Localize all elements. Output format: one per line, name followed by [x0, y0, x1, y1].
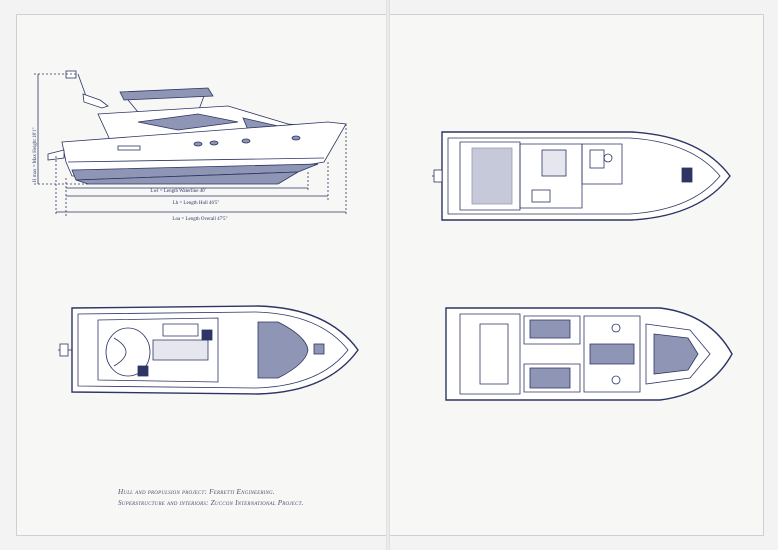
side-profile-drawing: Lwl = Length Waterline 40' Lh = Length H…: [33, 70, 347, 222]
dimension-waterline: Lwl = Length Waterline 40': [150, 189, 205, 194]
lower-deck-plan-drawing: [445, 307, 733, 401]
page-gutter: [386, 0, 390, 550]
right-page: [389, 14, 764, 536]
caption-line-interiors-project: Superstructure and interiors: Zuccon Int…: [118, 499, 304, 507]
dimension-max-height: H max = Max Height 18'1": [33, 127, 38, 182]
dimension-overall-length: Loa = Length Overall 47'5": [172, 217, 227, 222]
design-credits-caption: Hull and propulsion project: Ferretti En…: [118, 487, 378, 509]
caption-line-hull-project: Hull and propulsion project: Ferretti En…: [118, 488, 275, 496]
flybridge-plan-drawing: [58, 305, 359, 395]
main-deck-plan-drawing: [432, 131, 731, 221]
dimension-hull-length: Lh = Length Hull 46'5": [173, 201, 220, 206]
